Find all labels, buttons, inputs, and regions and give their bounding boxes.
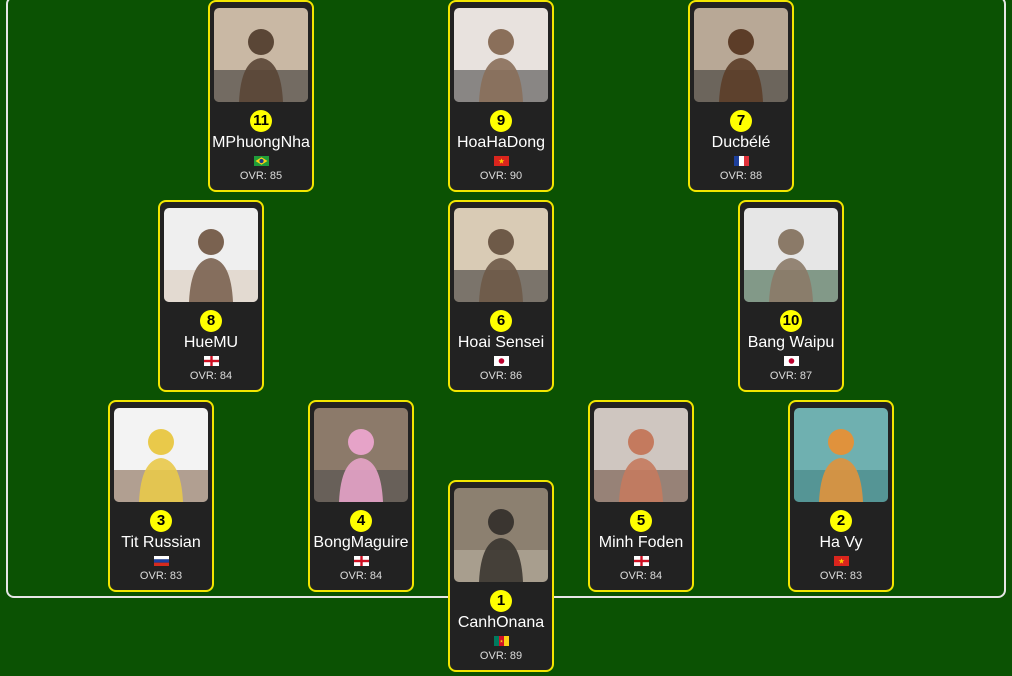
jersey-number: 3	[150, 510, 172, 532]
overall-rating: OVR:89	[480, 650, 522, 663]
jersey-number: 2	[830, 510, 852, 532]
jersey-number: 4	[350, 510, 372, 532]
ovr-value: 88	[749, 170, 763, 182]
jersey-number: 9	[490, 110, 512, 132]
ovr-label: OVR:	[479, 650, 507, 662]
vietnam-flag-icon	[493, 156, 509, 166]
england-flag-icon	[633, 556, 649, 566]
player-photo	[594, 408, 688, 502]
japan-flag-icon	[783, 356, 799, 366]
player-name: BongMaguire	[313, 534, 409, 551]
overall-rating: OVR:84	[190, 370, 232, 383]
ovr-label: OVR:	[719, 170, 747, 182]
france-flag-icon	[733, 156, 749, 166]
player-photo	[744, 208, 838, 302]
player-name: HueMU	[183, 334, 239, 351]
player-photo	[454, 8, 548, 102]
overall-rating: OVR:83	[820, 570, 862, 583]
overall-rating: OVR:84	[620, 570, 662, 583]
player-photo	[454, 208, 548, 302]
ovr-value: 86	[509, 370, 523, 382]
player-name: Ducbélé	[711, 134, 771, 151]
ovr-label: OVR:	[239, 170, 267, 182]
ovr-label: OVR:	[819, 570, 847, 582]
england-flag-icon	[203, 356, 219, 366]
player-photo	[114, 408, 208, 502]
cameroon-flag-icon	[493, 636, 509, 646]
ovr-label: OVR:	[479, 370, 507, 382]
england-flag-icon	[353, 556, 369, 566]
player-name: Bang Waipu	[747, 334, 835, 351]
overall-rating: OVR:83	[140, 570, 182, 583]
ovr-value: 87	[799, 370, 813, 382]
jersey-number: 8	[200, 310, 222, 332]
jersey-number: 1	[490, 590, 512, 612]
ovr-label: OVR:	[619, 570, 647, 582]
player-name: MPhuongNha	[212, 134, 310, 151]
ovr-value: 90	[509, 170, 523, 182]
brazil-flag-icon	[253, 156, 269, 166]
player-photo	[214, 8, 308, 102]
ovr-value: 85	[269, 170, 283, 182]
player-name: Tit Russian	[121, 534, 201, 551]
player-photo	[694, 8, 788, 102]
ovr-label: OVR:	[189, 370, 217, 382]
jersey-number: 6	[490, 310, 512, 332]
player-photo	[454, 488, 548, 582]
overall-rating: OVR:86	[480, 370, 522, 383]
ovr-label: OVR:	[139, 570, 167, 582]
jersey-number: 11	[250, 110, 272, 132]
vietnam-flag-icon	[833, 556, 849, 566]
player-photo	[164, 208, 258, 302]
player-name: Hoai Sensei	[457, 334, 545, 351]
player-name: HoaHaDong	[456, 134, 546, 151]
overall-rating: OVR:87	[770, 370, 812, 383]
jersey-number: 7	[730, 110, 752, 132]
ovr-value: 84	[649, 570, 663, 582]
ovr-value: 89	[509, 650, 523, 662]
jersey-number: 5	[630, 510, 652, 532]
ovr-value: 83	[169, 570, 183, 582]
player-name: Ha Vy	[819, 534, 863, 551]
ovr-value: 84	[369, 570, 383, 582]
overall-rating: OVR:84	[340, 570, 382, 583]
player-card-2[interactable]: 2 Ha Vy OVR:83	[788, 400, 894, 592]
overall-rating: OVR:88	[720, 170, 762, 183]
ovr-value: 84	[219, 370, 233, 382]
ovr-label: OVR:	[769, 370, 797, 382]
player-name: CanhOnana	[457, 614, 545, 631]
ovr-label: OVR:	[339, 570, 367, 582]
overall-rating: OVR:85	[240, 170, 282, 183]
overall-rating: OVR:90	[480, 170, 522, 183]
russia-flag-icon	[153, 556, 169, 566]
ovr-label: OVR:	[479, 170, 507, 182]
player-name: Minh Foden	[598, 534, 684, 551]
player-photo	[314, 408, 408, 502]
japan-flag-icon	[493, 356, 509, 366]
player-photo	[794, 408, 888, 502]
ovr-value: 83	[849, 570, 863, 582]
jersey-number: 10	[780, 310, 802, 332]
